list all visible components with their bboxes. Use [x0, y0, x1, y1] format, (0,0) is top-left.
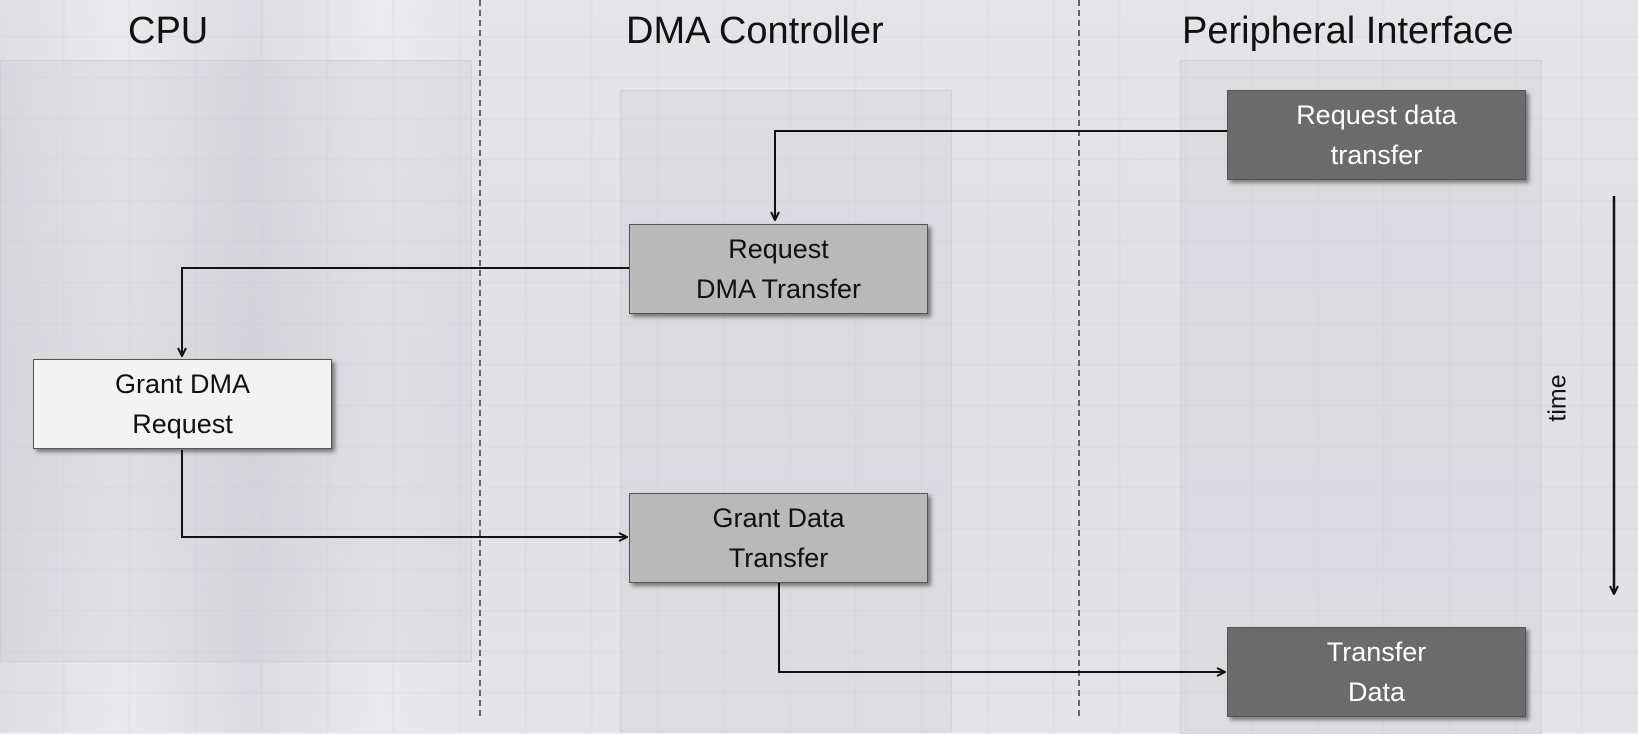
lane-divider	[1078, 0, 1080, 716]
request-dma-transfer-box: Request DMA Transfer	[629, 224, 928, 314]
grant-dma-request-box: Grant DMA Request	[33, 359, 332, 449]
grant-data-transfer-box: Grant Data Transfer	[629, 493, 928, 583]
lane-title-peripheral-interface: Peripheral Interface	[1182, 10, 1514, 52]
arrow-dma-to-cpu	[182, 267, 629, 356]
lane-divider	[479, 0, 481, 716]
request-data-transfer-box: Request data transfer	[1227, 90, 1526, 180]
arrow-cpu-to-dma	[181, 450, 627, 537]
lane-title-cpu: CPU	[128, 10, 209, 52]
arrow-dma-to-peripheral	[778, 583, 1225, 672]
time-axis-label: time	[1543, 374, 1572, 422]
transfer-data-box: Transfer Data	[1227, 627, 1526, 717]
lane-title-dma-controller: DMA Controller	[626, 10, 884, 52]
arrow-peripheral-to-dma	[775, 130, 1227, 220]
